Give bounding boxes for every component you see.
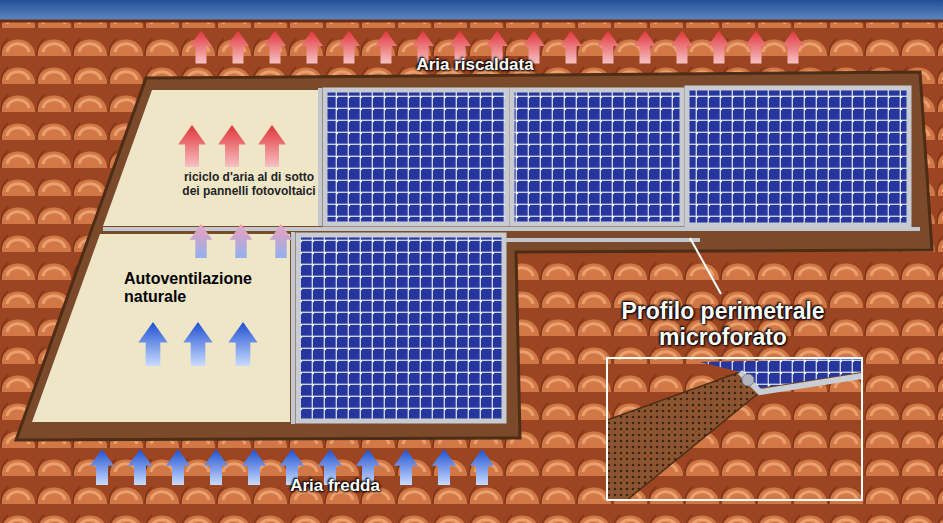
profile-label: Profilo perimetrale microforato: [588, 298, 858, 351]
roof-tiles: [0, 20, 943, 523]
mounting-rails: [103, 88, 920, 424]
heated-air-label: Aria riscaldata: [380, 55, 570, 75]
insulation-area: [103, 90, 318, 226]
cold-air-label: Aria fredda: [250, 476, 420, 496]
profile-detail-inset: [607, 358, 862, 500]
sky: [0, 0, 943, 26]
insulation-area: [32, 234, 290, 422]
natural-ventilation-label: Autoventilazione naturale: [124, 270, 289, 307]
air-recirculation-note: riciclo d'aria al di sotto dei pannelli …: [176, 171, 322, 199]
leader-line: [690, 238, 721, 294]
perimeter-frame: [16, 72, 932, 440]
airflow-arrows: [138, 125, 292, 366]
solar-panels: [298, 88, 909, 421]
